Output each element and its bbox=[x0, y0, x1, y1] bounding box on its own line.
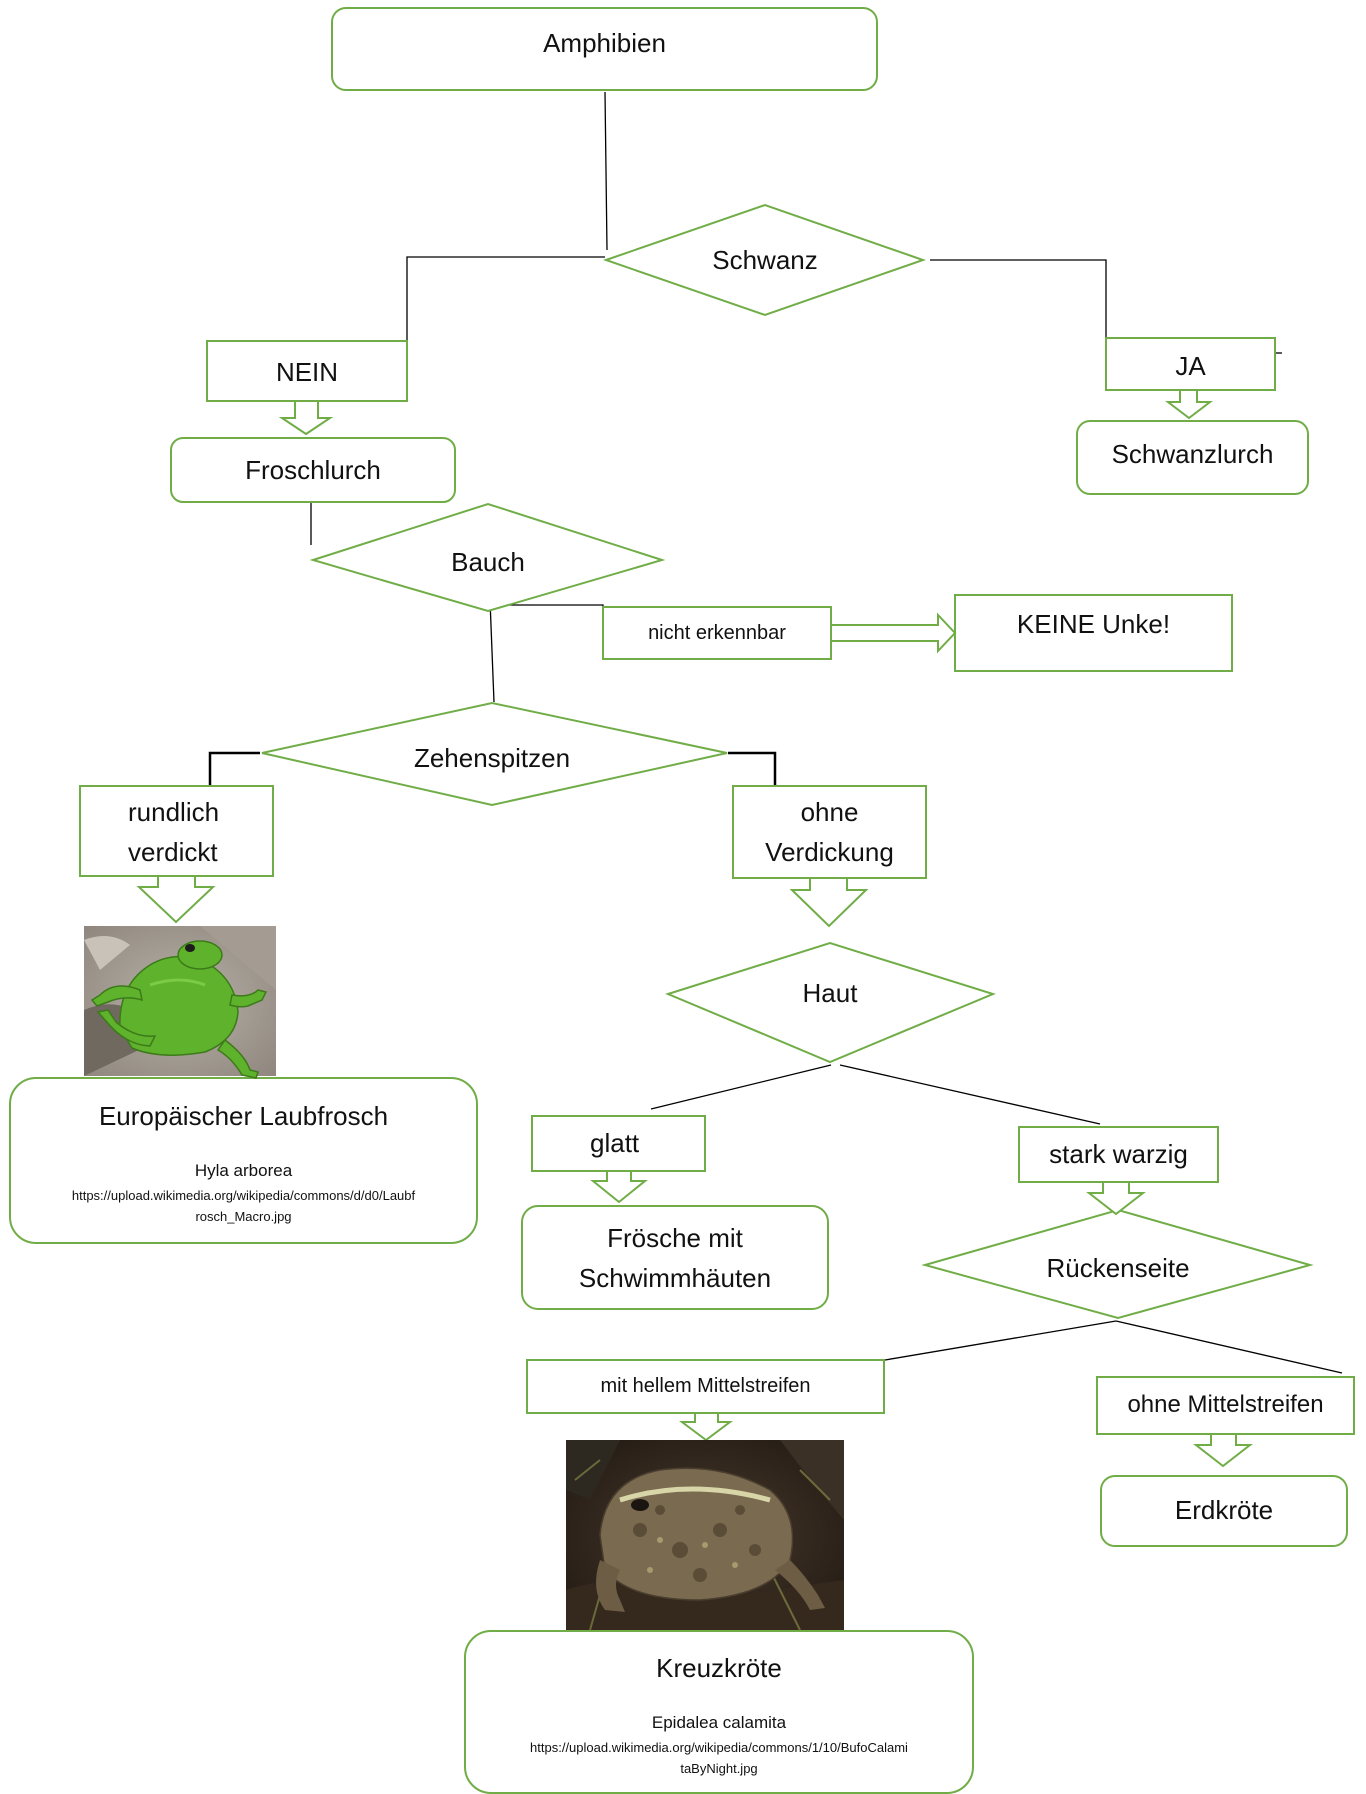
kreuzkroete-latin: Epidalea calamita bbox=[651, 1712, 787, 1732]
ohne-mittelstreifen-box bbox=[1096, 1376, 1355, 1435]
stark-warzig-box bbox=[1018, 1126, 1219, 1183]
froschlurch-label: Froschlurch bbox=[245, 454, 381, 485]
mit-mittelstreifen-label: mit hellem Mittelstreifen bbox=[600, 1374, 811, 1397]
kreuzkroete-name: Kreuzkröte bbox=[656, 1652, 782, 1683]
arrow-ja-down bbox=[1165, 389, 1213, 420]
arrow-nicht-erkennbar-right bbox=[830, 612, 957, 654]
schwanzlurch-label: Schwanzlurch bbox=[1111, 438, 1274, 469]
froschlurch-box bbox=[170, 437, 456, 503]
arrow-ohne-mittelstreifen-down bbox=[1193, 1433, 1253, 1468]
froesche-label: Frösche mit Schwimmhäuten bbox=[578, 1222, 772, 1293]
arrow-glatt-down bbox=[590, 1170, 648, 1204]
bauch-diamond bbox=[309, 502, 666, 613]
arrow-ohne-verdickung-down bbox=[789, 877, 869, 928]
arrow-rundlich-down bbox=[136, 875, 216, 924]
ja-label: JA bbox=[1175, 350, 1206, 381]
arrow-stark-warzig-down bbox=[1086, 1181, 1146, 1216]
rueckenseite-label: Rückenseite bbox=[1046, 1252, 1190, 1283]
kreuzkroete-card bbox=[464, 1630, 974, 1794]
schwanz-label: Schwanz bbox=[712, 244, 818, 275]
natterjack-toad-photo bbox=[566, 1440, 844, 1631]
erdkroete-label: Erdkröte bbox=[1174, 1494, 1274, 1525]
schwanz-diamond bbox=[602, 203, 927, 317]
kreuzkroete-source-url: https://upload.wikimedia.org/wikipedia/c… bbox=[530, 1740, 908, 1776]
keine-unke-label: KEINE Unke! bbox=[1016, 608, 1171, 639]
keine-unke-box bbox=[954, 594, 1233, 672]
laubfrosch-source-url: https://upload.wikimedia.org/wikipedia/c… bbox=[71, 1188, 416, 1224]
haut-diamond bbox=[665, 941, 996, 1064]
stark-warzig-label: stark warzig bbox=[1049, 1138, 1188, 1169]
ohne-verdickung-label: ohne Verdickung bbox=[765, 796, 894, 867]
amphibien-label: Amphibien bbox=[543, 27, 666, 58]
ohne-verdickung-box bbox=[732, 785, 927, 879]
laubfrosch-card bbox=[9, 1077, 478, 1244]
zehenspitzen-diamond bbox=[261, 701, 728, 807]
nicht-erkennbar-box bbox=[602, 606, 832, 660]
laubfrosch-latin: Hyla arborea bbox=[194, 1160, 293, 1180]
arrow-mit-mittelstreifen-down bbox=[679, 1412, 733, 1442]
laubfrosch-name: Europäischer Laubfrosch bbox=[98, 1100, 389, 1131]
ja-box bbox=[1105, 337, 1276, 391]
rundlich-box bbox=[79, 785, 274, 877]
bauch-label: Bauch bbox=[451, 546, 525, 577]
froesche-box bbox=[521, 1205, 829, 1310]
glatt-label: glatt bbox=[590, 1127, 640, 1158]
erdkroete-box bbox=[1100, 1475, 1348, 1547]
nein-label: NEIN bbox=[275, 356, 339, 387]
ohne-mittelstreifen-label: ohne Mittelstreifen bbox=[1127, 1391, 1324, 1419]
connector-lines bbox=[208, 91, 1343, 1374]
arrow-nein-down bbox=[278, 400, 334, 436]
mit-mittelstreifen-box bbox=[526, 1359, 885, 1414]
rundlich-label: rundlich verdickt bbox=[128, 796, 220, 867]
nicht-erkennbar-label: nicht erkennbar bbox=[648, 621, 786, 644]
schwanzlurch-box bbox=[1076, 420, 1309, 495]
haut-label: Haut bbox=[802, 977, 858, 1008]
green-tree-frog-photo bbox=[84, 926, 276, 1079]
zehenspitzen-label: Zehenspitzen bbox=[413, 742, 571, 773]
rueckenseite-diamond bbox=[921, 1208, 1314, 1320]
amphibien-box bbox=[331, 7, 878, 91]
nein-box bbox=[206, 340, 408, 402]
